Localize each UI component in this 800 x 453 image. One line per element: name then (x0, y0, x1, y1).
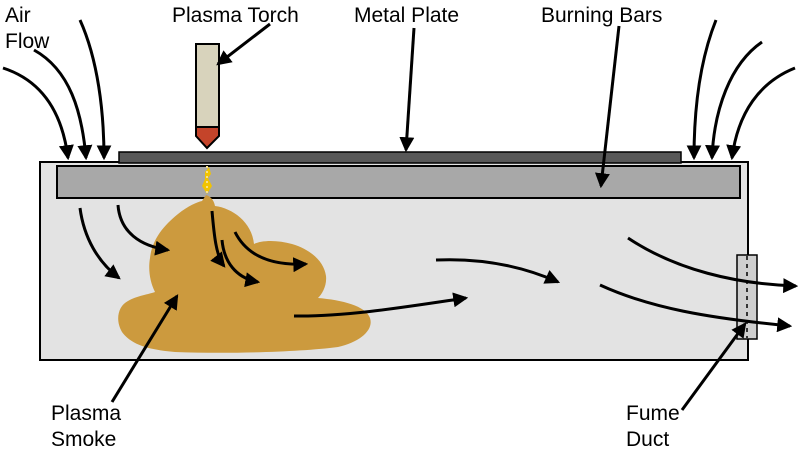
plasma-torch (195, 43, 220, 128)
air-flow-arrows-left (2, 19, 112, 161)
burning-bars-label: Burning Bars (541, 4, 662, 27)
fume-duct-label-line2: Duct (626, 428, 669, 451)
metal-plate-label: Metal Plate (354, 4, 459, 27)
air-flow-label-line2: Flow (5, 30, 50, 53)
plasma-arc (202, 167, 212, 194)
interior-flow-arrows (78, 204, 799, 333)
plasma-torch-tip (195, 126, 220, 150)
plasma-smoke-label-line1: Plasma (51, 402, 121, 425)
burning-bars (56, 165, 741, 199)
air-flow-label-line1: Air (5, 4, 31, 27)
plasma-torch-label: Plasma Torch (172, 4, 299, 27)
metal-plate (118, 151, 682, 164)
fume-duct-label-line1: Fume (626, 402, 680, 425)
label-pointer-arrows (110, 22, 747, 411)
plasma-smoke-label-line2: Smoke (51, 428, 116, 451)
air-flow-arrows-right (686, 19, 796, 161)
